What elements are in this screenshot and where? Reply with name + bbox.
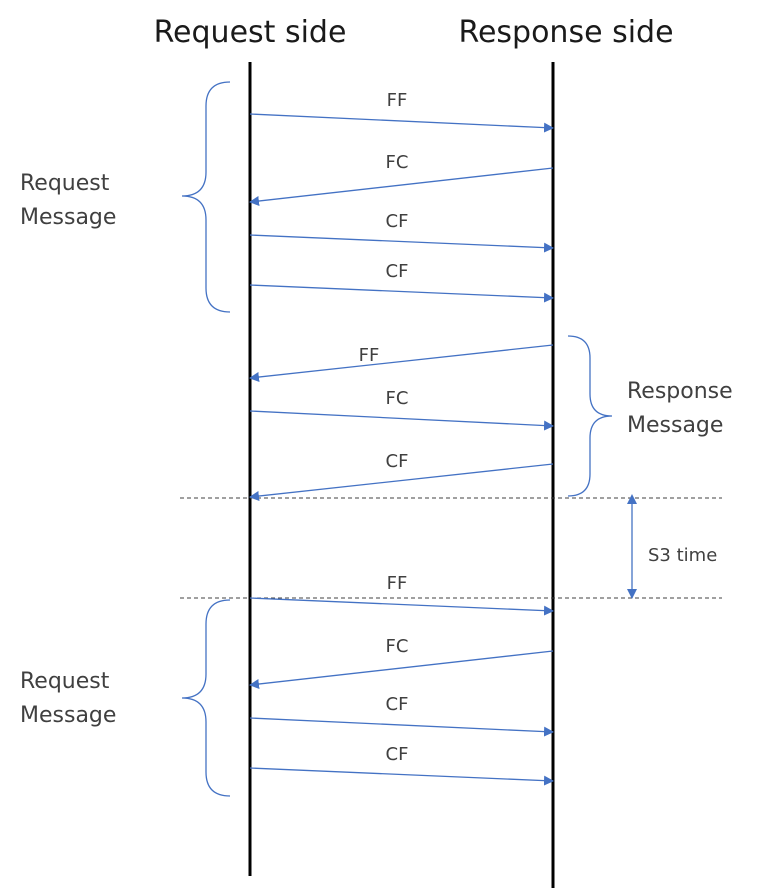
message-label-1: FF — [387, 90, 408, 111]
request-bracket-2 — [181, 599, 231, 797]
message-arrow-7 — [249, 463, 554, 501]
message-arrow-9 — [249, 650, 554, 689]
response-message-label-line1: Response — [627, 379, 733, 404]
message-label-6: FC — [386, 388, 409, 409]
message-label-5: FF — [359, 345, 380, 366]
message-arrow-11 — [249, 767, 554, 786]
response-side-header: Response side — [458, 15, 673, 50]
message-label-9: FC — [386, 636, 409, 657]
s3-time-label: S3 time — [648, 545, 717, 566]
request-side-header: Request side — [154, 15, 347, 50]
message-arrow-3 — [249, 234, 554, 253]
message-arrow-1 — [249, 113, 554, 133]
message-arrow-2 — [249, 167, 554, 206]
message-label-8: FF — [387, 573, 408, 594]
message-label-7: CF — [386, 451, 409, 472]
message-label-2: FC — [386, 152, 409, 173]
request-message-label-1-line2: Message — [20, 205, 116, 230]
request-message-label-2-line1: Request — [20, 669, 110, 694]
request-message-label-1-line1: Request — [20, 171, 110, 196]
message-arrow-6 — [249, 410, 554, 431]
message-label-3: CF — [386, 211, 409, 232]
message-arrow-4 — [249, 284, 554, 303]
message-arrow-8 — [249, 597, 554, 616]
request-message-label-2-line2: Message — [20, 703, 116, 728]
message-label-4: CF — [386, 261, 409, 282]
message-arrow-10 — [249, 717, 554, 737]
message-label-11: CF — [386, 744, 409, 765]
response-bracket — [567, 335, 613, 497]
message-arrow-5 — [249, 344, 554, 382]
message-label-10: CF — [386, 694, 409, 715]
response-message-label-line2: Message — [627, 413, 723, 438]
request-bracket-1 — [181, 81, 231, 313]
